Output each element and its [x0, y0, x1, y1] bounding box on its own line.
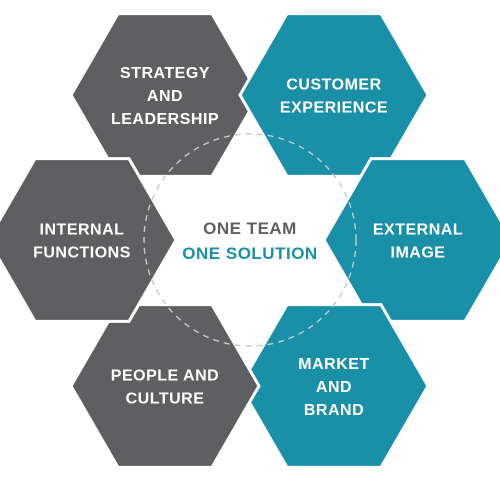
hexagon-customer: CUSTOMER EXPERIENCE [238, 12, 430, 178]
hexagon-market-label-line: AND [316, 379, 352, 396]
hexagon-market-label-line: BRAND [304, 402, 364, 419]
hexagon-people: PEOPLE AND CULTURE [69, 303, 261, 469]
hexagon-external: EXTERNAL IMAGE [322, 157, 500, 323]
center-label: ONE TEAM ONE SOLUTION [182, 219, 317, 263]
hexagon-strategy: STRATEGY AND LEADERSHIP [69, 12, 261, 178]
hexagon-market-shape [238, 303, 430, 469]
center-line-one-solution: ONE SOLUTION [182, 244, 317, 263]
hexagon-ring: STRATEGY AND LEADERSHIP CUSTOMER EXPERIENCE E… [0, 12, 500, 469]
hexagon-market: MARKET AND BRAND [238, 303, 430, 469]
hexagon-people-shape [69, 303, 261, 469]
hexagon-internal-label-line: INTERNAL [40, 222, 125, 239]
hexagon-people-label-line: CULTURE [126, 391, 205, 408]
hexagon-people-label-line: PEOPLE AND [111, 368, 219, 385]
hexagon-market-label-line: MARKET [298, 356, 369, 373]
hexagon-external-label-line: IMAGE [391, 245, 446, 262]
hexagon-external-label-line: EXTERNAL [373, 222, 463, 239]
hexagon-external-shape [322, 157, 500, 323]
hexagon-strategy-label-line: LEADERSHIP [111, 111, 219, 128]
hexagon-customer-label-line: EXPERIENCE [280, 100, 388, 117]
hexagon-internal-shape [0, 157, 178, 323]
hexagon-customer-label-line: CUSTOMER [286, 77, 381, 94]
hexagon-strategy-label-line: STRATEGY [120, 65, 210, 82]
hexagon-internal-label-line: FUNCTIONS [33, 245, 131, 262]
hexagon-internal: INTERNAL FUNCTIONS [0, 157, 178, 323]
center-line-one-team: ONE TEAM [203, 219, 297, 238]
hexagon-strategy-label-line: AND [147, 88, 183, 105]
hexagon-customer-shape [238, 12, 430, 178]
dashed-center-circle [143, 133, 357, 347]
